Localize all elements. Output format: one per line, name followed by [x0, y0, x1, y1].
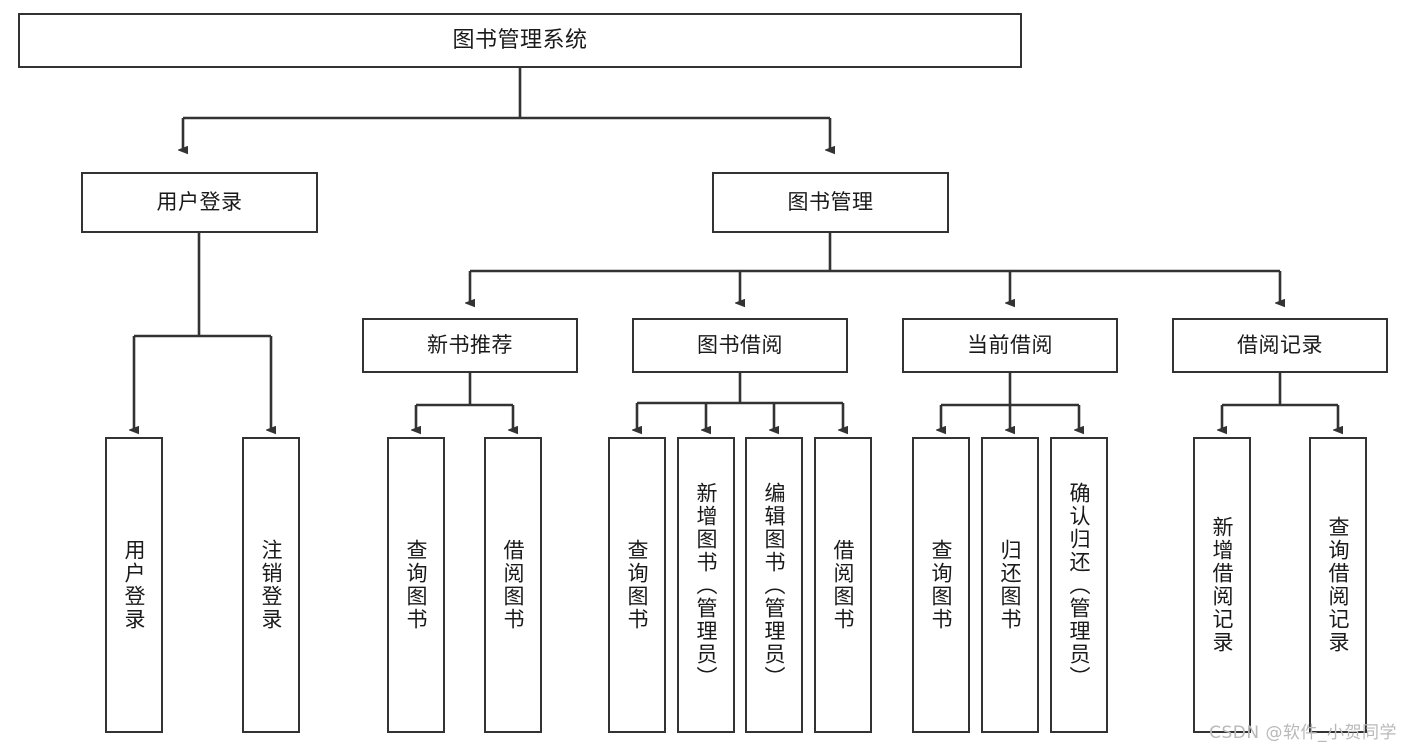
node-label: 查询借阅记录	[1326, 516, 1351, 654]
node-label: 借阅记录	[1237, 333, 1323, 358]
node-label: 查询图书	[929, 539, 954, 631]
node-label: 借阅图书	[501, 539, 526, 631]
csdn-watermark: CSDN @软件_小贺同学	[1209, 723, 1397, 743]
node-user-login[interactable]: 用户登录	[81, 172, 318, 233]
leaf-return-book[interactable]: 归还图书	[981, 437, 1039, 733]
leaf-query-book-borrowing[interactable]: 查询图书	[608, 437, 666, 733]
node-label: 新书推荐	[427, 333, 513, 358]
leaf-confirm-return-admin[interactable]: 确认归还（管理员）	[1050, 437, 1108, 733]
node-label: 借阅图书	[831, 539, 856, 631]
node-label: 查询图书	[404, 539, 429, 631]
node-root-book-management-system[interactable]: 图书管理系统	[18, 13, 1022, 68]
node-label: 用户登录	[122, 539, 147, 631]
node-label: 查询图书	[625, 539, 650, 631]
node-label: 图书管理系统	[452, 27, 588, 53]
node-label: 归还图书	[998, 539, 1023, 631]
leaf-borrow-book-new-recommendation[interactable]: 借阅图书	[484, 437, 542, 733]
node-current-borrowing[interactable]: 当前借阅	[902, 318, 1118, 373]
node-label: 图书借阅	[697, 333, 783, 358]
node-label: 用户登录	[156, 190, 243, 215]
node-label: 注销登录	[259, 539, 284, 631]
node-label: 当前借阅	[967, 333, 1053, 358]
leaf-add-borrow-record[interactable]: 新增借阅记录	[1193, 437, 1251, 733]
leaf-logout[interactable]: 注销登录	[242, 437, 300, 733]
leaf-query-book-current[interactable]: 查询图书	[912, 437, 970, 733]
leaf-edit-book-admin[interactable]: 编辑图书（管理员）	[745, 437, 803, 733]
node-label: 确认归还（管理员）	[1067, 481, 1092, 689]
leaf-user-login[interactable]: 用户登录	[105, 437, 163, 733]
node-label: 编辑图书（管理员）	[762, 481, 787, 689]
node-label: 新增借阅记录	[1210, 516, 1235, 654]
leaf-query-borrow-record[interactable]: 查询借阅记录	[1309, 437, 1367, 733]
node-label: 图书管理	[787, 190, 874, 215]
node-book-borrowing[interactable]: 图书借阅	[632, 318, 848, 373]
node-label: 新增图书（管理员）	[694, 481, 719, 689]
node-book-management[interactable]: 图书管理	[712, 172, 949, 233]
node-borrowing-record[interactable]: 借阅记录	[1172, 318, 1388, 373]
leaf-query-book-new-recommendation[interactable]: 查询图书	[387, 437, 445, 733]
leaf-borrow-book-borrowing[interactable]: 借阅图书	[814, 437, 872, 733]
leaf-add-book-admin[interactable]: 新增图书（管理员）	[677, 437, 735, 733]
node-new-book-recommendation[interactable]: 新书推荐	[362, 318, 578, 373]
